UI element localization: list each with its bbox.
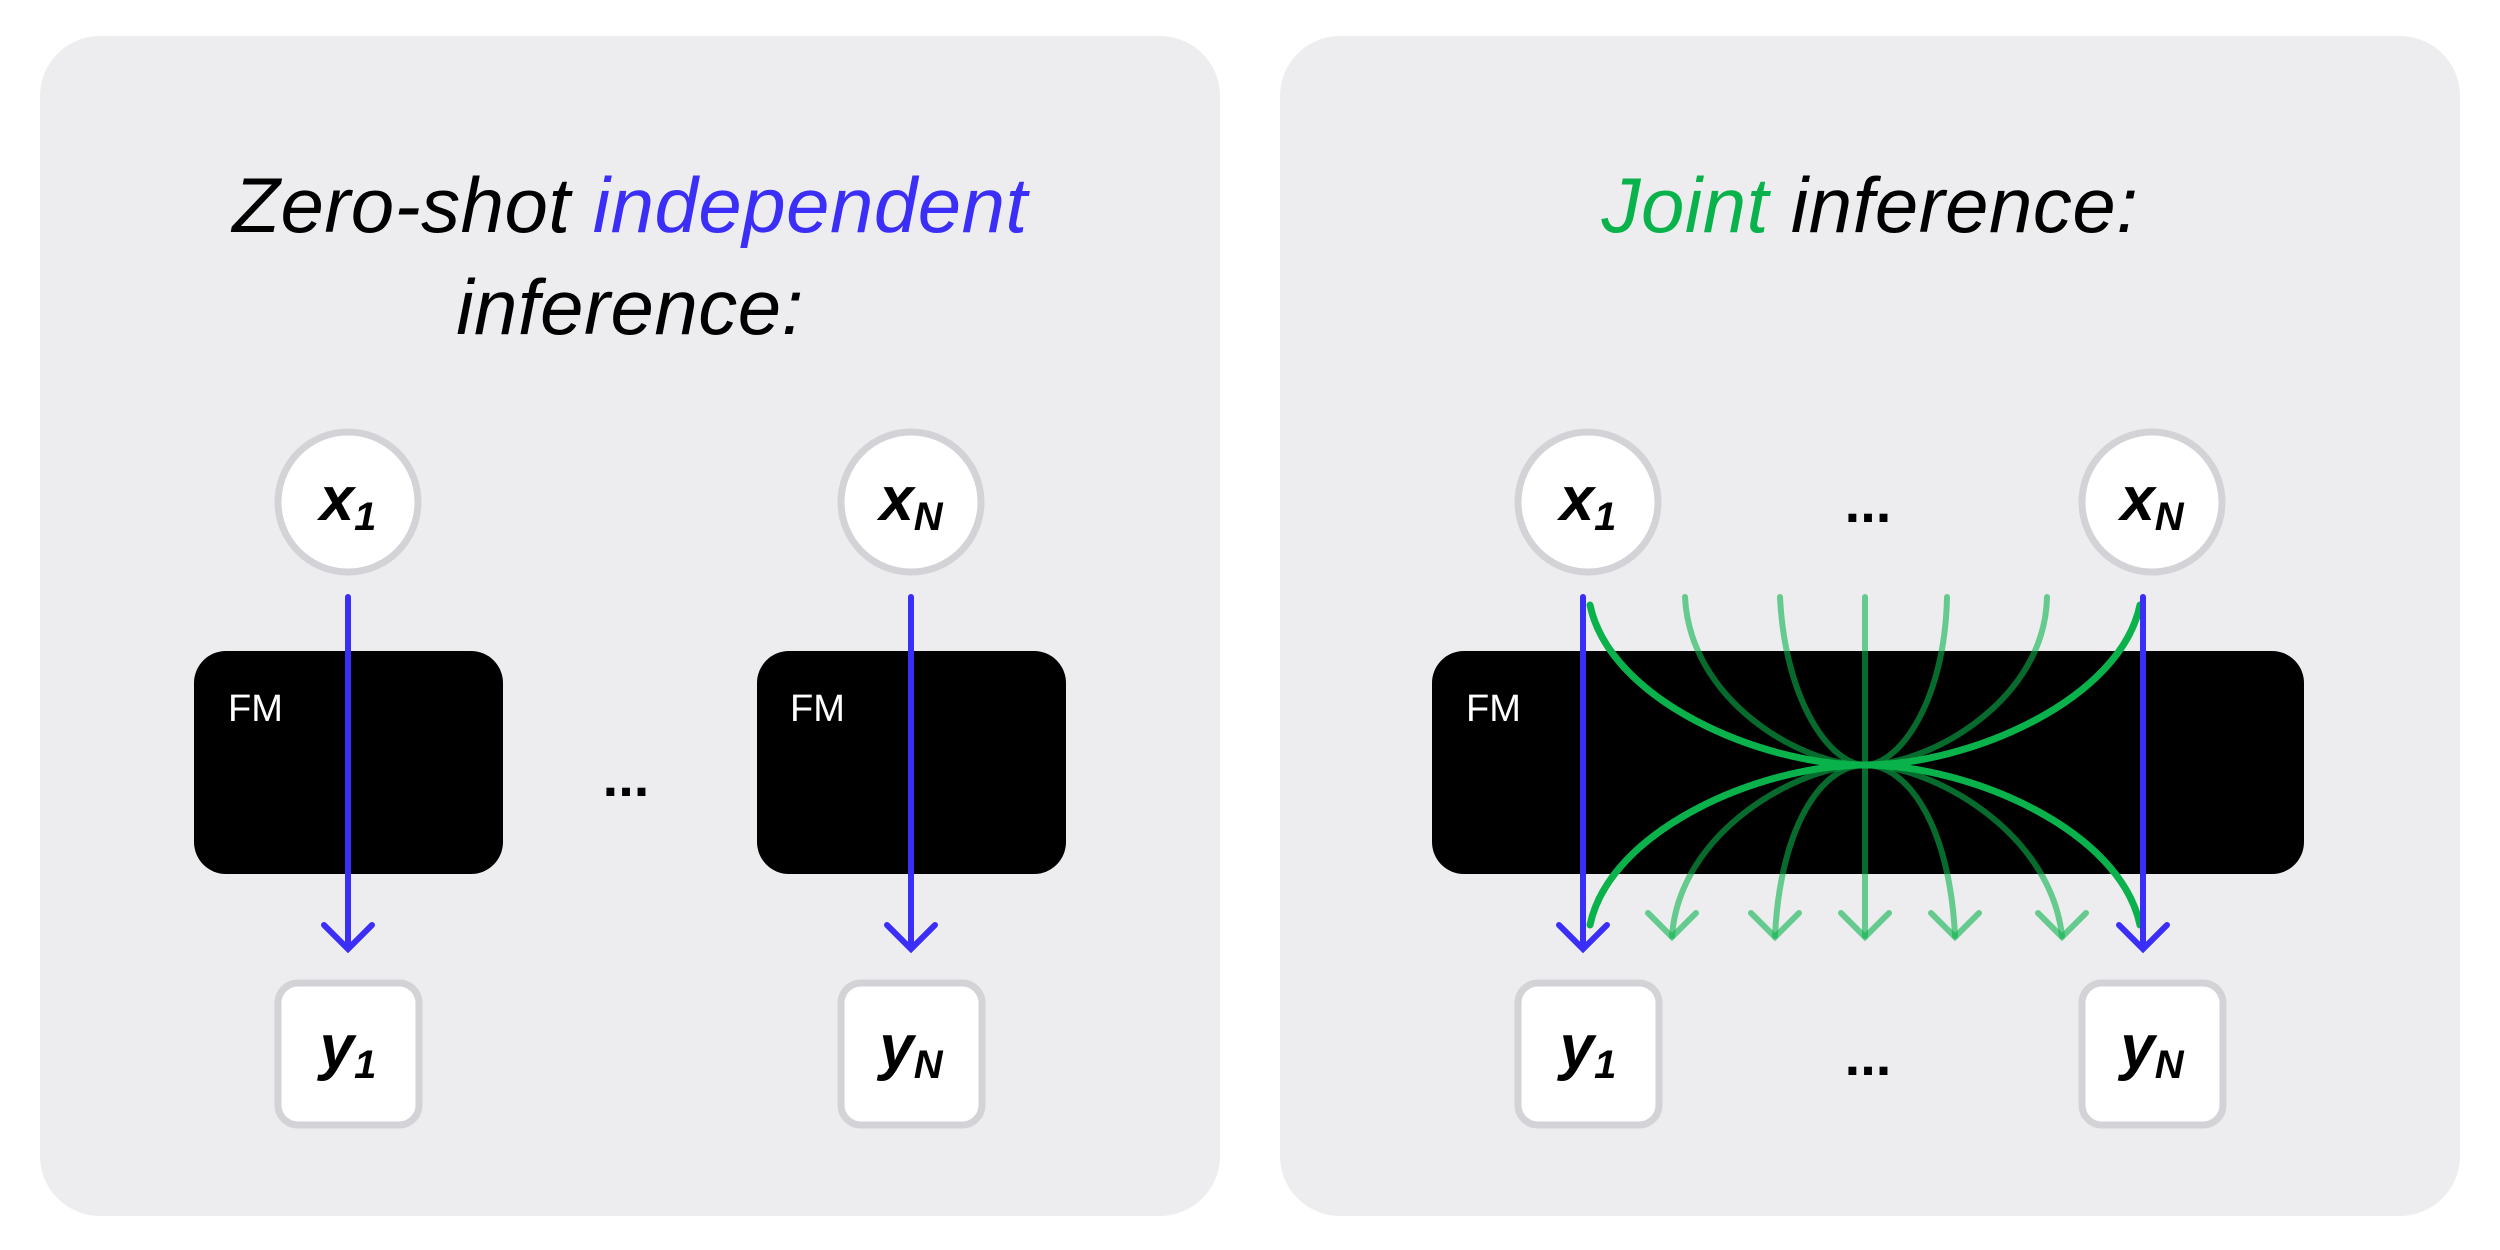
title-accent-joint: Joint (1601, 161, 1769, 249)
fm-label-n: FM (790, 688, 845, 730)
independent-inference-title: Zero-shot independent inference: (40, 154, 1220, 358)
flow-out-1 (1586, 761, 1869, 929)
ellipsis-outputs: ... (1845, 1024, 1892, 1087)
joint-inference-panel: Joint inference: (1280, 36, 2460, 1216)
title-suffix: inference: (1768, 161, 2139, 249)
flow-in-1 (1586, 601, 1869, 769)
joint-outer-flows (1586, 601, 2144, 929)
fm-label-1: FM (228, 688, 283, 730)
svg-text:y1: y1 (1557, 1013, 1617, 1087)
flow-out-n (1861, 761, 2144, 929)
arrowhead-out-3 (1748, 910, 1802, 942)
output-node-y1-joint: y1 (1514, 979, 1663, 1129)
title-accent-independent: independent (592, 161, 1028, 249)
svg-text:x1: x1 (1557, 465, 1617, 539)
independent-inference-panel: Zero-shot independent inference: (40, 36, 1220, 1216)
arrow-x1-to-y1 (321, 594, 375, 954)
ellipsis-left: ... (603, 745, 650, 808)
output-node-yn-joint: yN (2078, 979, 2227, 1129)
input-node-x1: x1 (274, 428, 422, 576)
svg-text:xN: xN (2117, 465, 2184, 539)
arrowhead-out-2 (1645, 910, 1699, 942)
output-node-yn: yN (837, 979, 986, 1129)
title-suffix: inference: (456, 263, 804, 351)
ellipsis-inputs: ... (1845, 471, 1892, 534)
svg-text:y1: y1 (317, 1013, 377, 1087)
title-prefix: Zero-shot (232, 161, 593, 249)
input-node-x1-joint: x1 (1514, 428, 1662, 576)
svg-text:yN: yN (876, 1013, 943, 1087)
fm-label-joint: FM (1466, 688, 1521, 730)
arrowhead-out-5 (2035, 910, 2089, 942)
svg-text:xN: xN (876, 465, 943, 539)
arrow-x1-to-y1-joint (1556, 594, 1610, 954)
flow-in-n (1861, 601, 2144, 769)
arrowhead-out-4 (1928, 910, 1982, 942)
svg-text:yN: yN (2117, 1013, 2184, 1087)
input-node-xn: xN (837, 428, 985, 576)
arrow-xn-to-yn-joint (2116, 594, 2170, 954)
joint-inference-title: Joint inference: (1280, 154, 2460, 256)
arrowhead-center (1838, 910, 1892, 942)
output-node-y1: y1 (274, 979, 423, 1129)
arrow-xn-to-yn (884, 594, 938, 954)
svg-text:x1: x1 (317, 465, 377, 539)
input-node-xn-joint: xN (2078, 428, 2226, 576)
